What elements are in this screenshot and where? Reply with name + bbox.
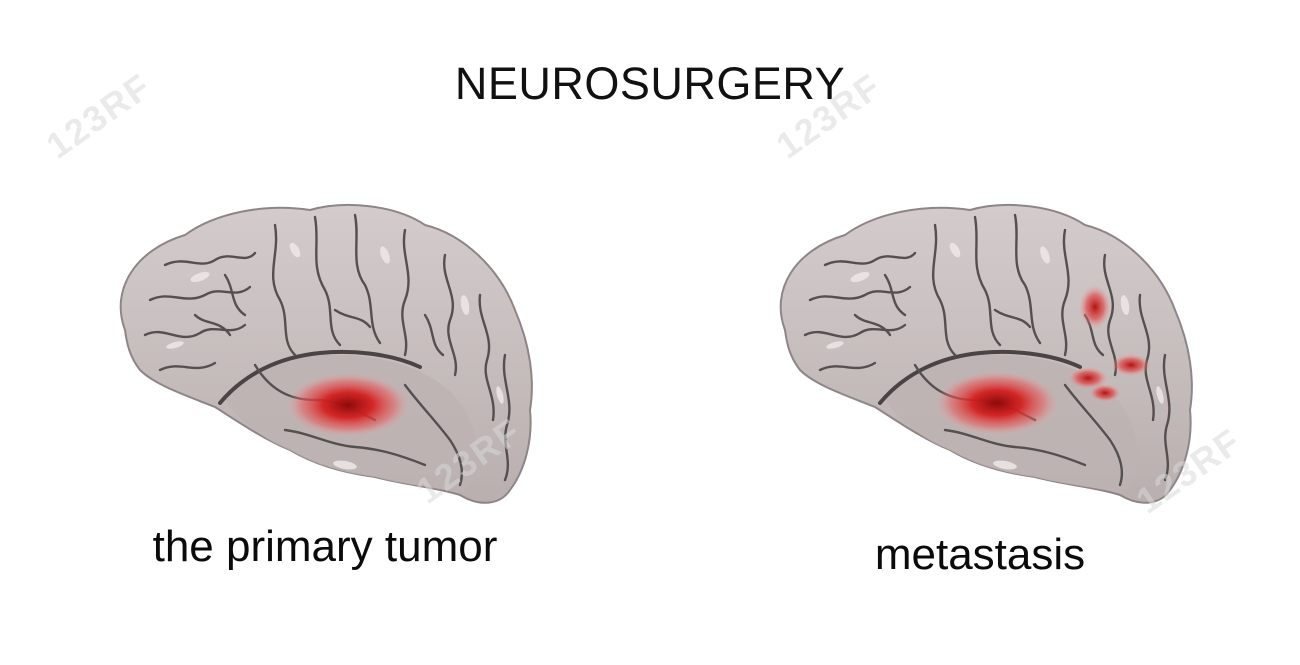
brain-metastasis <box>778 203 1194 505</box>
metastasis-spot <box>1089 384 1121 402</box>
metastasis-spot <box>1079 285 1111 329</box>
metastasis-spot <box>1111 354 1151 376</box>
caption-metastasis: metastasis <box>874 530 1086 579</box>
metastasis-spot <box>1068 367 1108 389</box>
metastasis-main-mass <box>935 371 1059 435</box>
primary-tumor-mass <box>286 373 410 437</box>
page-title: NEUROSURGERY <box>454 58 846 109</box>
caption-primary-tumor: the primary tumor <box>152 522 498 571</box>
brain-primary-tumor <box>118 203 534 505</box>
